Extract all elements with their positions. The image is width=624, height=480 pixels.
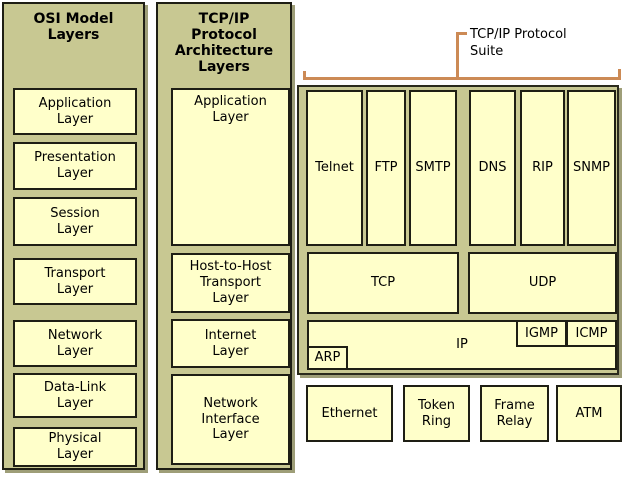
suite-bracket-left-hook bbox=[303, 71, 306, 80]
osi-layer-application: Application Layer bbox=[13, 88, 137, 135]
tech-frame-relay: Frame Relay bbox=[480, 385, 549, 442]
tcpip-layer-application: Application Layer bbox=[171, 88, 290, 246]
protocol-arp: ARP bbox=[307, 346, 348, 370]
protocol-telnet: Telnet bbox=[306, 90, 363, 246]
osi-layer-datalink: Data-Link Layer bbox=[13, 373, 137, 418]
osi-layer-presentation: Presentation Layer bbox=[13, 142, 137, 190]
tech-atm: ATM bbox=[556, 385, 622, 442]
osi-layer-physical: Physical Layer bbox=[13, 427, 137, 467]
osi-layer-session: Session Layer bbox=[13, 197, 137, 246]
tcpip-layer-internet: Internet Layer bbox=[171, 319, 290, 368]
protocol-rip: RIP bbox=[520, 90, 565, 246]
tcpip-layer-network-interface: Network Interface Layer bbox=[171, 374, 290, 465]
tcpip-column-title: TCP/IP Protocol Architecture Layers bbox=[174, 11, 274, 75]
protocol-icmp: ICMP bbox=[566, 320, 617, 347]
tech-ethernet: Ethernet bbox=[306, 385, 393, 442]
protocol-igmp: IGMP bbox=[516, 320, 567, 347]
protocol-udp: UDP bbox=[468, 252, 617, 314]
tcpip-layer-host-to-host: Host-to-Host Transport Layer bbox=[171, 253, 290, 313]
osi-layer-network: Network Layer bbox=[13, 320, 137, 367]
suite-bracket-right-hook bbox=[618, 69, 621, 80]
protocol-dns: DNS bbox=[469, 90, 516, 246]
suite-bracket-stem bbox=[456, 32, 459, 79]
protocol-ftp: FTP bbox=[366, 90, 406, 246]
suite-bracket-line bbox=[303, 77, 621, 80]
osi-column-title: OSI Model Layers bbox=[33, 11, 114, 43]
protocol-snmp: SNMP bbox=[567, 90, 616, 246]
osi-layer-transport: Transport Layer bbox=[13, 258, 137, 305]
tech-token-ring: Token Ring bbox=[403, 385, 470, 442]
protocol-tcp: TCP bbox=[307, 252, 459, 314]
suite-bracket-top-hook bbox=[456, 32, 467, 35]
suite-label: TCP/IP Protocol Suite bbox=[470, 27, 567, 59]
protocol-smtp: SMTP bbox=[409, 90, 457, 246]
